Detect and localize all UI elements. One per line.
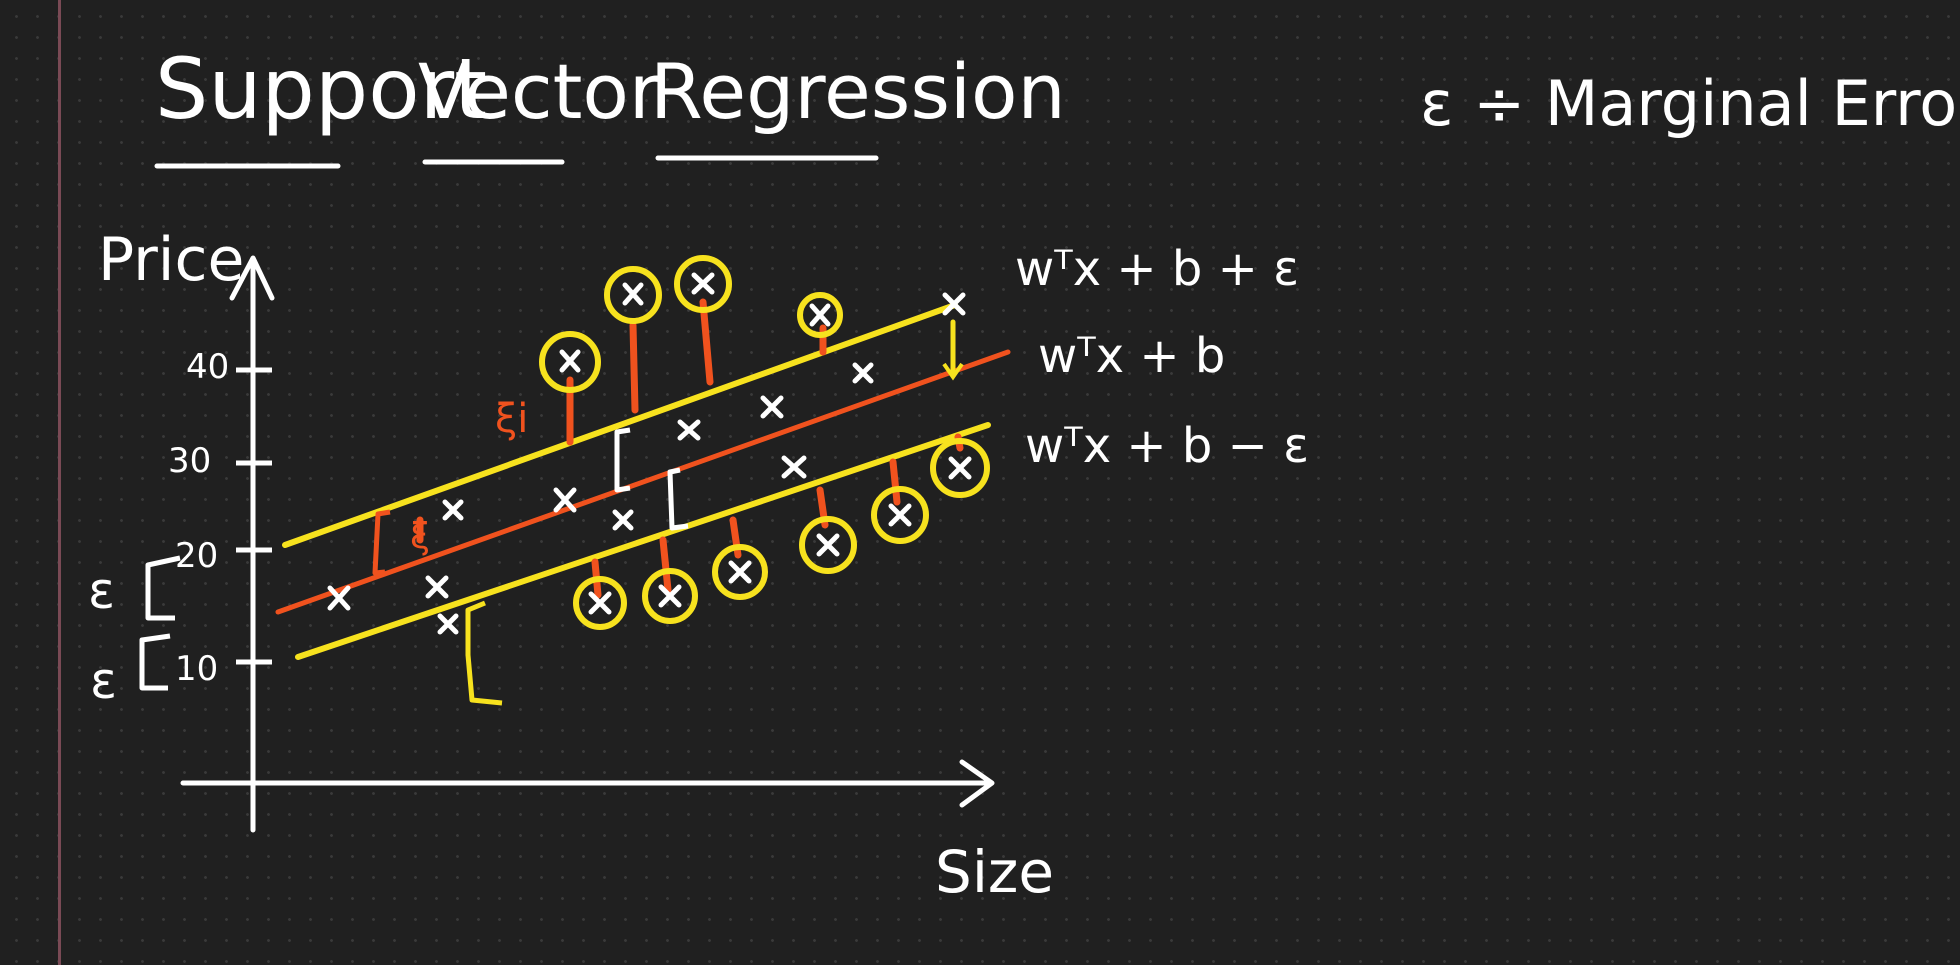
regression-lines: wᵀx + b + ε wᵀx + b wᵀx + b − ε	[275, 241, 1309, 660]
slack-segment	[699, 298, 714, 386]
data-point	[691, 272, 715, 295]
upper-margin-line	[282, 302, 958, 548]
data-point	[553, 487, 577, 513]
epsilon-arrow-head-icon	[942, 362, 964, 381]
epsilon-bracket-left	[372, 509, 391, 576]
data-points	[327, 272, 972, 635]
title: Support Vector Regression	[154, 40, 1066, 169]
notebook-margin-rule	[58, 0, 61, 965]
slack-segment	[629, 321, 639, 414]
y-axis-arrow-icon	[229, 255, 275, 301]
slack-label-xi: ξi	[495, 396, 528, 442]
support-vector-circle	[797, 292, 843, 338]
support-vector-circle	[573, 576, 627, 630]
data-point	[888, 503, 912, 527]
data-point	[809, 303, 831, 327]
margin-bracket-1	[614, 427, 631, 493]
x-axis-arrow-icon	[959, 759, 995, 808]
data-point	[728, 560, 752, 584]
support-vector-circle	[799, 516, 857, 574]
slack-segment	[659, 536, 672, 594]
data-point	[677, 419, 701, 441]
data-point	[612, 509, 634, 531]
data-point	[437, 613, 459, 635]
lower-line-equation: wᵀx + b − ε	[1025, 418, 1309, 474]
data-point	[816, 533, 840, 557]
data-point	[588, 591, 612, 615]
data-point	[425, 575, 449, 599]
data-point	[327, 585, 351, 611]
support-vector-circle	[604, 266, 662, 324]
title-word-regression: Regression	[650, 47, 1066, 136]
data-point	[622, 282, 644, 306]
x-axis-label: Size	[935, 838, 1054, 906]
epsilon-mark-upper: ε	[88, 562, 115, 620]
epsilon-definition: ε ÷ Marginal Error	[1420, 67, 1960, 140]
data-point	[852, 362, 874, 384]
margin-bracket-2	[667, 467, 689, 531]
axes: Price Size 40 30 20 10 ε ε	[88, 225, 1054, 906]
y-tick-label-40: 40	[186, 347, 229, 387]
support-vector-circle	[871, 486, 929, 544]
data-point	[760, 395, 784, 419]
data-point	[658, 584, 682, 608]
support-vector-circle	[539, 331, 601, 393]
data-point	[559, 349, 581, 373]
middle-line-equation: wᵀx + b	[1038, 328, 1225, 384]
epsilon-bracket-lower	[139, 633, 171, 691]
support-vector-circle	[712, 544, 768, 600]
upper-line-equation: wᵀx + b + ε	[1015, 241, 1299, 297]
epsilon-bracket-upper	[145, 555, 181, 621]
lower-bracket-yellow	[465, 600, 503, 706]
title-word-support: Support	[155, 40, 487, 138]
epsilon-mark-lower: ε	[90, 652, 117, 710]
support-vector-circles	[539, 255, 990, 630]
data-point	[942, 292, 966, 316]
y-tick-label-20: 20	[175, 536, 218, 576]
support-vector-circle	[642, 568, 698, 624]
slack-segment	[889, 458, 901, 506]
margin-brackets: ξi ξ	[372, 319, 964, 706]
y-axis-label: Price	[98, 225, 244, 295]
lower-margin-line	[295, 422, 991, 660]
y-tick-label-30: 30	[168, 441, 211, 481]
hyperplane-line	[275, 349, 1011, 615]
title-word-vector: Vector	[418, 47, 661, 136]
data-point	[781, 455, 807, 479]
support-vector-circle	[930, 438, 990, 498]
data-point	[948, 456, 972, 480]
support-vector-circle	[674, 255, 732, 313]
slack-connectors	[416, 298, 964, 599]
data-point	[442, 499, 464, 521]
y-tick-label-10: 10	[175, 649, 218, 689]
